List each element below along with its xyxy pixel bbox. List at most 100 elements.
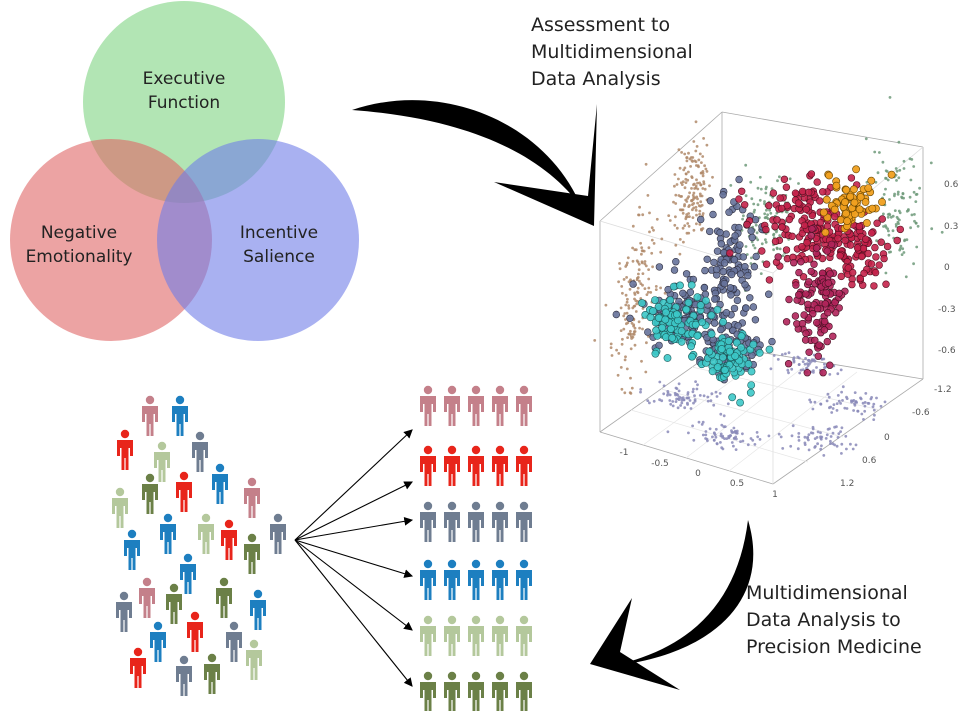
person-icon [516, 559, 532, 600]
person-icon [154, 441, 170, 482]
scatter-point [685, 159, 689, 163]
scatter-point [701, 174, 705, 178]
scatter-point [629, 347, 633, 351]
scatter-point [636, 286, 640, 290]
scatter-point [822, 454, 826, 457]
scatter-point [633, 330, 637, 333]
scatter-point [713, 363, 722, 371]
scatter-point [822, 195, 831, 204]
scatter-point [627, 306, 631, 310]
person-icon [492, 559, 508, 600]
scatter-point [695, 387, 699, 391]
scatter-point [691, 390, 695, 394]
scatter-point [849, 442, 852, 446]
scatter-point [787, 351, 791, 355]
scatter-point [775, 230, 778, 234]
scatter-point [645, 341, 648, 345]
person-icon [492, 445, 508, 486]
scatter-point [764, 290, 773, 298]
scatter-point [860, 269, 868, 277]
depth-axis-tick: -1.2 [934, 385, 952, 395]
scatter-point [904, 275, 908, 279]
scatter-point [697, 158, 701, 162]
scatter-point [696, 201, 699, 205]
scatter-point [694, 149, 698, 153]
scatter-point [864, 184, 873, 192]
scatter-point [794, 199, 803, 207]
label-line: Data Analysis to [746, 609, 901, 631]
scatter-point [841, 198, 849, 207]
scatter-point [770, 187, 774, 191]
scatter-point [724, 337, 733, 345]
scatter-point [777, 204, 786, 213]
scatter-point [749, 437, 753, 440]
right-axis-tick: -0.3 [938, 305, 956, 315]
scatter-point [903, 238, 907, 242]
scatter-point [902, 159, 906, 163]
scatter-point [713, 433, 717, 437]
scatter-point [637, 262, 641, 266]
scatter-point [626, 297, 629, 301]
scatter-point [758, 438, 762, 441]
depth-axis-tick: 0 [884, 433, 890, 443]
scatter-point [829, 435, 833, 438]
scatter-point [704, 430, 708, 433]
scatter-point [871, 268, 880, 277]
scatter-point [654, 288, 658, 291]
scatter-point [625, 367, 629, 371]
scatter-point [687, 396, 691, 400]
scatter-point [846, 192, 855, 201]
scatter-point [803, 239, 811, 247]
scatter-point [798, 187, 807, 196]
scatter-point [659, 250, 663, 254]
scatter-point [695, 222, 698, 226]
scatter-point [681, 211, 685, 215]
scatter-point [640, 246, 644, 250]
person-icon [117, 429, 133, 470]
scatter-point [824, 365, 827, 369]
scatter-point [845, 447, 848, 451]
scatter-point [752, 252, 760, 261]
scatter-point [887, 233, 891, 237]
scatter-point [688, 399, 692, 402]
scatter-point [640, 359, 643, 363]
person-icon [124, 529, 140, 570]
scatter-point [683, 152, 687, 156]
scatter-point [632, 304, 636, 308]
person-icon [492, 671, 508, 711]
scatter-point [877, 238, 885, 246]
scatter-point [830, 212, 839, 221]
scatter-point [787, 371, 790, 375]
scatter-point [864, 392, 868, 395]
scatter-point [915, 245, 919, 249]
scatter-point [798, 371, 802, 375]
scatter-point [694, 208, 698, 212]
scatter-point [830, 205, 839, 214]
scatter-point [686, 215, 689, 219]
scatter-point [722, 425, 726, 429]
scatter-point [777, 432, 781, 436]
scatter-point [702, 137, 705, 140]
scatter-point [630, 386, 634, 390]
scatter-point [662, 308, 670, 317]
scatter-floor-grid [630, 357, 881, 472]
scatter-point [811, 425, 815, 429]
person-icon [444, 501, 460, 542]
3d-scatter-plot: 0.6 0.3 0 -0.3 -0.6 -1 -0.5 0 0.5 1 -1.2… [593, 96, 959, 500]
scatter-point [749, 180, 753, 184]
scatter-point [688, 215, 691, 219]
scatter-point [702, 394, 706, 398]
scatter-point [688, 191, 691, 195]
person-icon [468, 559, 484, 600]
scatter-point [929, 161, 933, 165]
scatter-point [684, 217, 688, 221]
person-icon [150, 621, 166, 662]
right-axis-tick: 0.3 [944, 222, 958, 232]
scatter-point [796, 355, 800, 359]
scatter-point [676, 406, 680, 410]
scatter-point [620, 342, 624, 346]
scatter-point [639, 282, 643, 285]
scatter-point [816, 442, 819, 446]
scatter-point [626, 321, 630, 325]
scatter-point [778, 175, 781, 179]
